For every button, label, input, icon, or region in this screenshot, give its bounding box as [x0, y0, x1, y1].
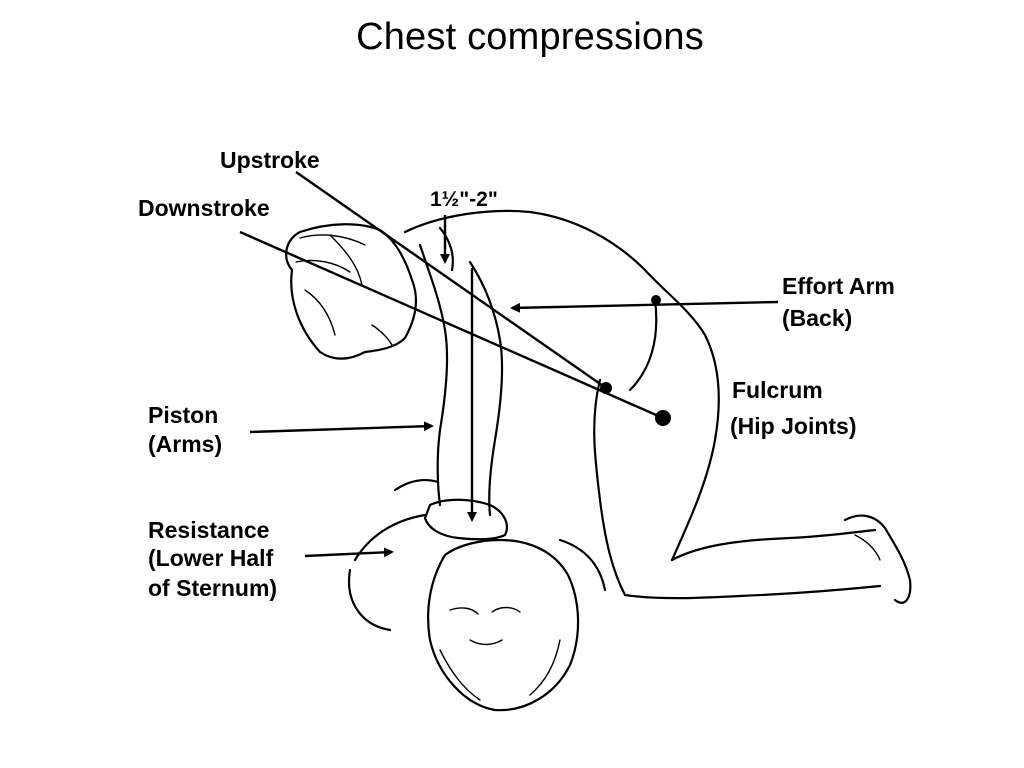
rescuer-head	[285, 223, 418, 360]
label-piston-1: Piston	[148, 402, 218, 428]
rescuer-hands	[423, 498, 508, 541]
piston-pointer	[249, 421, 434, 434]
label-fulcrum-1: Fulcrum	[732, 377, 823, 403]
rescuer-back	[403, 209, 720, 562]
fulcrum-point	[600, 382, 612, 394]
label-effort-arm-2: (Back)	[782, 305, 852, 331]
effort-point	[651, 295, 661, 305]
rescuer-foot	[843, 514, 912, 604]
label-resistance-3: of Sternum)	[148, 575, 277, 601]
patient-head	[427, 538, 580, 712]
upstroke-pointer	[295, 171, 607, 389]
label-upstroke: Upstroke	[220, 147, 320, 173]
label-piston-2: (Arms)	[148, 431, 222, 457]
hip-joint-point	[655, 410, 671, 426]
label-downstroke: Downstroke	[138, 195, 270, 221]
label-resistance-1: Resistance	[148, 517, 269, 543]
label-effort-arm-1: Effort Arm	[782, 273, 895, 299]
patient-figure	[347, 479, 607, 712]
label-depth: 1½"-2"	[430, 188, 498, 211]
downstroke-pointer	[239, 230, 664, 420]
label-fulcrum-2: (Hip Joints)	[730, 413, 857, 439]
rescuer-figure	[285, 209, 912, 604]
slide-title: Chest compressions	[356, 16, 704, 58]
effort-arm-pointer	[510, 300, 779, 313]
resistance-pointer	[304, 547, 394, 558]
label-resistance-2: (Lower Half	[148, 545, 274, 571]
